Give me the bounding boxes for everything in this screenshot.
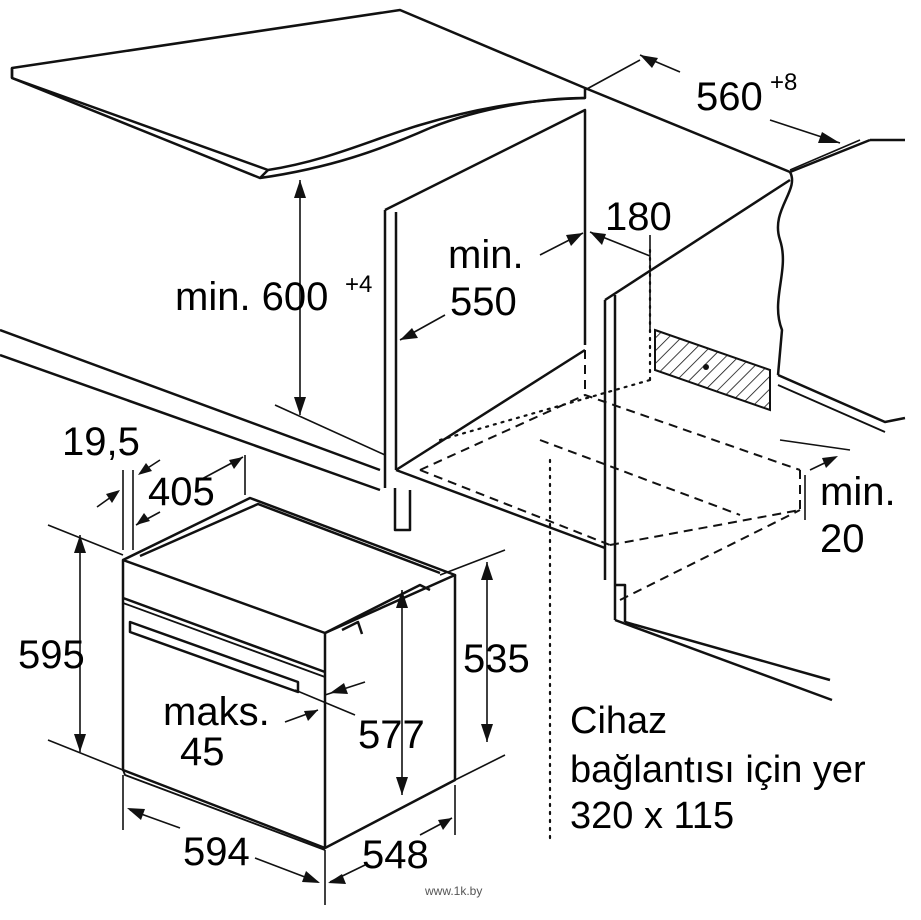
countertop bbox=[10, 8, 587, 180]
oven-unit bbox=[121, 496, 457, 851]
top-depth-label: 405 bbox=[148, 470, 215, 514]
niche-width-label: 560 bbox=[696, 75, 763, 119]
vent-opening bbox=[654, 328, 771, 412]
right-wall bbox=[584, 86, 906, 433]
niche-height-tolerance: +4 bbox=[345, 271, 372, 298]
niche-width-tolerance: +8 bbox=[770, 69, 797, 96]
oven-height-label: 595 bbox=[18, 633, 85, 677]
panel-gap-label: maks. bbox=[163, 690, 270, 734]
connection-note-line1: Cihaz bbox=[570, 700, 667, 742]
connection-note-line3: 320 x 115 bbox=[570, 795, 734, 837]
depth-min-label: min. bbox=[448, 233, 524, 277]
vent-gap-value: 20 bbox=[820, 517, 865, 561]
vent-offset-label: 180 bbox=[605, 195, 672, 239]
panel-gap-value: 45 bbox=[180, 730, 225, 774]
dimension-lines bbox=[47, 54, 861, 905]
oven-outline-dashed bbox=[419, 350, 801, 601]
front-offset-label: 19,5 bbox=[62, 420, 140, 464]
oven-depth-label: 548 bbox=[362, 833, 429, 877]
oven-width-label: 594 bbox=[183, 830, 250, 874]
depth-min-value: 550 bbox=[450, 280, 517, 324]
cavity-height-label: 535 bbox=[463, 637, 530, 681]
cabinet-niche bbox=[0, 108, 833, 702]
watermark-text: www.1k.by bbox=[424, 884, 482, 898]
niche-height-label: min. 600 bbox=[175, 275, 328, 319]
connection-note-line2: bağlantısı için yer bbox=[570, 749, 866, 791]
vent-gap-label: min. bbox=[820, 470, 896, 514]
inner-height-label: 577 bbox=[358, 713, 425, 757]
